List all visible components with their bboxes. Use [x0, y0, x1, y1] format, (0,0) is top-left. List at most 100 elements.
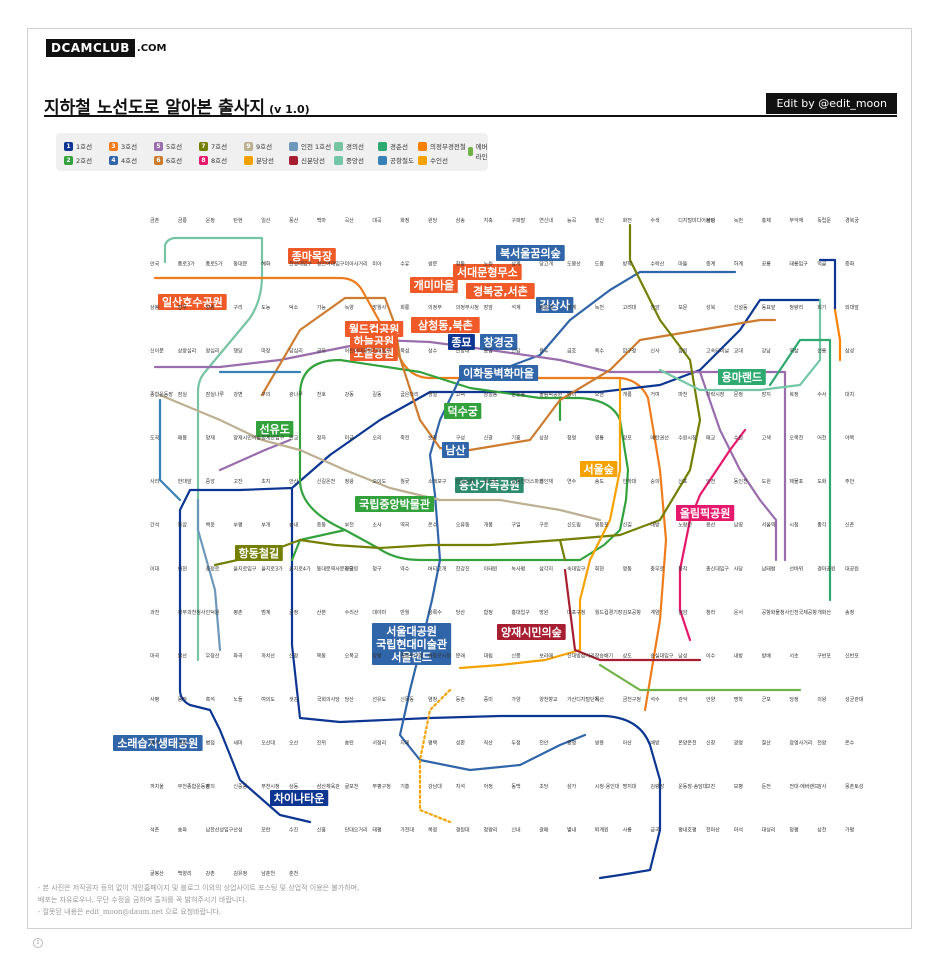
attraction-label[interactable]: 삼청동,북촌 [411, 317, 480, 333]
station-name[interactable]: 과천 [150, 609, 160, 616]
station-name[interactable]: 이대 [150, 565, 160, 572]
attraction-label[interactable]: 종마목장 [288, 248, 336, 264]
station-name[interactable]: 독산 [595, 696, 605, 703]
attraction-label[interactable]: 양재시민의숲 [497, 624, 566, 640]
station-name[interactable]: 중화 [845, 262, 855, 268]
station-name[interactable]: 금천구청 [623, 696, 641, 703]
station-name[interactable]: 종로5가 [206, 261, 223, 268]
station-name[interactable]: 광나루 [289, 391, 303, 398]
station-name[interactable]: 마장 [261, 348, 271, 355]
station-name[interactable]: 운서 [734, 609, 743, 616]
station-name[interactable]: 신이문 [150, 348, 164, 355]
station-name[interactable]: 노들 [233, 697, 243, 703]
station-name[interactable]: 버티고개 [428, 565, 447, 572]
station-name[interactable]: 방학 [623, 261, 633, 268]
station-name[interactable]: 성수 [428, 348, 438, 355]
attraction-label[interactable]: 올림픽공원 [676, 505, 735, 521]
station-name[interactable]: 내방 [734, 652, 744, 659]
station-name[interactable]: 기흥 [400, 783, 410, 790]
station-name[interactable]: 어정 [484, 783, 493, 790]
station-name[interactable]: 상동 [289, 783, 299, 790]
station-name[interactable]: 안암 [650, 304, 660, 311]
station-name[interactable]: 백양리 [178, 870, 192, 877]
station-name[interactable]: 온양온천 [678, 739, 697, 746]
attraction-label[interactable]: 서대문형무소 [453, 264, 522, 280]
station-name[interactable]: 양재시민의숲 [233, 435, 261, 442]
station-name[interactable]: 범계 [261, 609, 271, 616]
station-name[interactable]: 을지로입구 [233, 565, 256, 572]
station-name[interactable]: 오류동 [456, 523, 470, 529]
station-name[interactable]: 안산 [289, 478, 299, 485]
station-name[interactable]: 경원대 [456, 826, 470, 833]
station-name[interactable]: 백운 [206, 522, 216, 529]
station-name[interactable]: 정왕 [345, 478, 355, 485]
station-name[interactable]: 장승배기 [595, 652, 613, 659]
station-name[interactable]: 고덕 [456, 391, 465, 398]
station-name[interactable]: 구로 [539, 523, 549, 529]
station-name[interactable]: 영등포 [595, 522, 609, 529]
station-name[interactable]: 상갈 [539, 435, 549, 442]
station-name[interactable]: 상왕십리 [178, 348, 196, 355]
station-name[interactable]: 김포공항 [623, 609, 642, 616]
station-name[interactable]: 혜화 [261, 261, 271, 268]
station-name[interactable]: 신갈 [484, 435, 494, 442]
station-name[interactable]: 남태령 [762, 565, 776, 572]
station-name[interactable]: 의정부 [428, 304, 442, 311]
station-name[interactable]: 매탄권선 [650, 435, 669, 442]
station-name[interactable]: 아산 [623, 739, 633, 746]
station-name[interactable]: 태릉입구 [789, 261, 808, 268]
station-name[interactable]: 녹사평 [511, 565, 525, 572]
station-name[interactable]: 회룡 [400, 304, 410, 311]
station-name[interactable]: 천마산 [706, 826, 720, 833]
station-name[interactable]: 도원 [762, 478, 772, 485]
station-name[interactable]: 호구포 [484, 479, 498, 485]
station-name[interactable]: 광운대 [539, 304, 553, 311]
station-name[interactable]: 선릉 [817, 348, 827, 355]
station-name[interactable]: 상계 [511, 261, 521, 268]
station-name[interactable]: 보문 [678, 305, 688, 311]
station-name[interactable]: 안국 [150, 261, 160, 268]
station-name[interactable]: 독립문 [817, 217, 831, 224]
attraction-label[interactable]: 용마랜드 [718, 369, 766, 385]
station-name[interactable]: 월계 [567, 304, 577, 311]
station-name[interactable]: 방이 [567, 391, 576, 398]
station-name[interactable]: 소래포구 [428, 478, 447, 485]
station-name[interactable]: 어린이대공원 [345, 348, 373, 355]
station-name[interactable]: 영등포시장 [428, 652, 451, 659]
station-name[interactable]: 선유도 [372, 696, 386, 703]
station-name[interactable]: 신흥 [317, 826, 327, 833]
station-name[interactable]: 중계 [706, 261, 716, 268]
attraction-label[interactable]: 이화동벽화마을 [459, 365, 539, 381]
station-name[interactable]: 성균관대 [845, 696, 864, 703]
station-name[interactable]: 모란 [261, 826, 271, 833]
station-name[interactable]: 신설동 [734, 304, 748, 311]
station-name[interactable]: 김유정 [233, 870, 247, 877]
station-name[interactable]: 강남 [762, 348, 772, 355]
station-name[interactable]: 탄현 [233, 217, 243, 224]
station-name[interactable]: 고려대 [623, 304, 637, 311]
station-name[interactable]: 대성리 [762, 826, 776, 833]
station-name[interactable]: 둔전 [762, 783, 772, 790]
station-name[interactable]: 노량진 [678, 522, 692, 529]
station-name[interactable]: 신길 [623, 522, 633, 529]
station-name[interactable]: 당정 [789, 696, 798, 703]
station-name[interactable]: 한성대입구 [289, 261, 312, 268]
station-name[interactable]: 금정 [289, 609, 298, 616]
station-name[interactable]: 오목교 [345, 653, 359, 659]
station-name[interactable]: 중앙 [206, 478, 216, 485]
station-name[interactable]: 세마 [233, 739, 243, 746]
station-name[interactable]: 홍제 [762, 217, 772, 224]
station-name[interactable]: 운정 [206, 217, 215, 224]
station-name[interactable]: 신창 [706, 739, 716, 746]
station-name[interactable]: 배방 [650, 739, 660, 746]
station-name[interactable]: 관악 [678, 696, 688, 703]
station-name[interactable]: 수락산 [650, 261, 664, 268]
station-name[interactable]: 녹양 [345, 304, 355, 311]
station-name[interactable]: 압구정 [623, 348, 637, 355]
station-name[interactable]: 망원 [539, 609, 549, 616]
station-name[interactable]: 충정로 [206, 565, 220, 572]
station-name[interactable]: 동백 [511, 783, 521, 790]
attraction-label[interactable]: 항동철길 [235, 545, 283, 561]
station-name[interactable]: 두정 [511, 739, 520, 746]
station-name[interactable]: 신답 [511, 348, 521, 355]
